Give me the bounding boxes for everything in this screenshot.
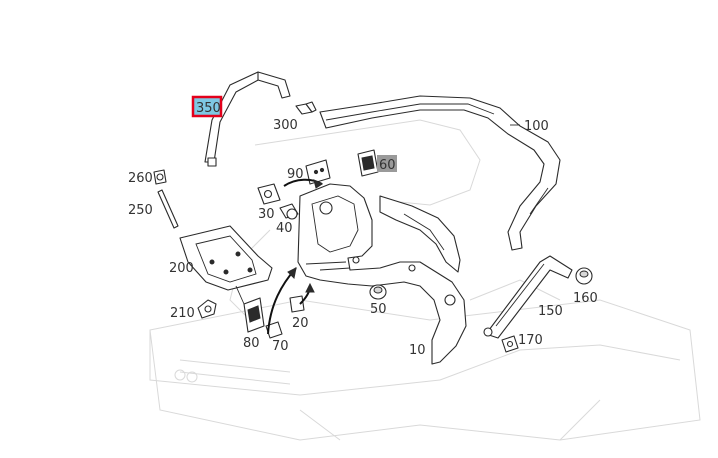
part-90-plate[interactable]: [305, 159, 331, 185]
part-100-beam[interactable]: [319, 95, 561, 251]
callout-160[interactable]: 160: [573, 291, 598, 306]
part-20-clip[interactable]: [289, 295, 305, 313]
part-80-clip[interactable]: [243, 297, 265, 333]
leader-lines: [235, 124, 520, 305]
callout-300[interactable]: 300: [273, 118, 298, 133]
part-160-grommet[interactable]: [575, 267, 593, 285]
part-50-grommet[interactable]: [369, 284, 387, 300]
callout-100[interactable]: 100: [524, 119, 549, 134]
background-body-outline: [149, 119, 701, 441]
callout-20[interactable]: 20: [292, 316, 309, 331]
callout-350[interactable]: 350: [191, 95, 223, 118]
svg-text:350: 350: [196, 101, 221, 116]
callout-70[interactable]: 70: [272, 339, 289, 354]
callout-260[interactable]: 260: [128, 171, 153, 186]
part-60-bracket[interactable]: [357, 149, 379, 177]
callout-170[interactable]: 170: [518, 333, 543, 348]
callout-90[interactable]: 90: [287, 167, 304, 182]
callout-50[interactable]: 50: [370, 302, 387, 317]
callout-30[interactable]: 30: [258, 207, 275, 222]
assembly-arrows: [267, 178, 323, 335]
svg-text:60: 60: [379, 158, 396, 173]
part-200-bracket[interactable]: [179, 225, 273, 291]
part-250-bolt[interactable]: [157, 189, 179, 229]
part-150-strut[interactable]: [483, 255, 573, 339]
part-170-nut[interactable]: [501, 335, 519, 353]
part-10-side-member[interactable]: [297, 183, 467, 365]
callout-200[interactable]: 200: [169, 261, 194, 276]
callout-80[interactable]: 80: [243, 336, 260, 351]
callout-210[interactable]: 210: [170, 306, 195, 321]
part-210-bolt[interactable]: [197, 299, 217, 319]
callout-150[interactable]: 150: [538, 304, 563, 319]
callout-250[interactable]: 250: [128, 203, 153, 218]
part-260-bolt[interactable]: [153, 169, 167, 185]
callout-10[interactable]: 10: [409, 343, 426, 358]
callout-40[interactable]: 40: [276, 221, 293, 236]
part-300-clip[interactable]: [295, 101, 317, 115]
callout-60[interactable]: 60: [377, 155, 397, 173]
part-30-bracket[interactable]: [257, 183, 281, 205]
part-40-bolt[interactable]: [279, 203, 299, 220]
